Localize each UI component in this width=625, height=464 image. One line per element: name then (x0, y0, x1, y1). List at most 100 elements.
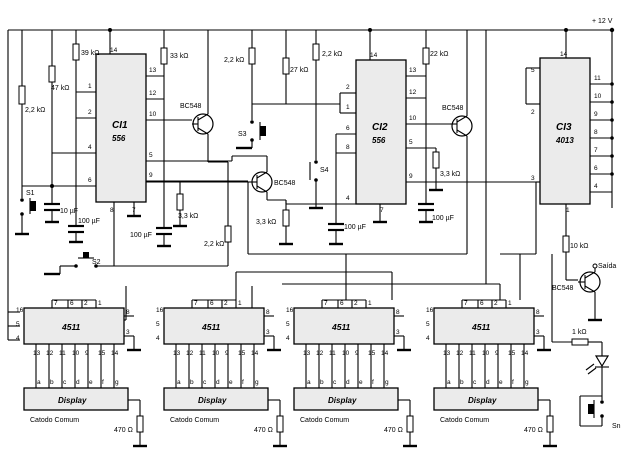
decoder-pin-bottom: 9 (495, 350, 499, 357)
decoder-pin-top: 7 (54, 300, 58, 307)
switch-s2[interactable]: S2 (44, 252, 114, 276)
resistor-470 (546, 415, 554, 433)
decoder-pin-top: 2 (494, 300, 498, 307)
decoder-pin-left: 5 (286, 321, 290, 328)
ci2-name: CI2 (372, 122, 388, 133)
segment-label: d (486, 379, 490, 386)
decoder-pin-top: 1 (238, 300, 242, 307)
decoder-pin-right: 3 (266, 329, 270, 336)
decoder-pin-top: 7 (194, 300, 198, 307)
svg-text:8: 8 (110, 207, 114, 214)
svg-text:14: 14 (560, 51, 568, 58)
decoder-4511 (433, 307, 535, 345)
svg-text:39 kΩ: 39 kΩ (81, 50, 99, 57)
switch-s1-label: S1 (26, 190, 35, 197)
resistor-22k (422, 47, 430, 65)
svg-text:5: 5 (409, 139, 413, 146)
svg-text:1: 1 (346, 104, 350, 111)
decoder-pin-top: 7 (324, 300, 328, 307)
svg-text:6: 6 (594, 165, 598, 172)
decoder-pin-bottom: 14 (111, 350, 119, 357)
svg-text:BC548: BC548 (180, 103, 202, 110)
ci3-name: CI3 (556, 122, 572, 133)
svg-text:1 kΩ: 1 kΩ (572, 329, 587, 336)
resistor-27k (282, 57, 290, 75)
resistor-470 (406, 415, 414, 433)
transistor-bc548-3: BC548 (248, 30, 473, 255)
decoder-pin-bottom: 12 (456, 350, 464, 357)
segment-label: f (512, 379, 514, 386)
segment-label: g (255, 379, 259, 386)
svg-text:BC548: BC548 (274, 180, 296, 187)
resistor-470-label: 470 Ω (254, 427, 273, 434)
resistor-47k (48, 65, 56, 83)
led-sn-network: 1 kΩ Sn (552, 329, 621, 430)
decoder-pin-left: 4 (426, 335, 430, 342)
transistor-bc548-1: BC548 2,2 kΩ (114, 30, 232, 267)
switch-s3-label: S3 (238, 131, 247, 138)
svg-text:6: 6 (88, 177, 92, 184)
svg-text:13: 13 (149, 67, 157, 74)
decoder-pin-top: 6 (70, 300, 74, 307)
segment-label: d (216, 379, 220, 386)
decoder-pin-bottom: 9 (355, 350, 359, 357)
decoder-pin-bottom: 13 (33, 350, 41, 357)
decoder-pin-bottom: 15 (238, 350, 246, 357)
svg-text:8: 8 (594, 129, 598, 136)
resistor-3k3-b (282, 209, 290, 227)
resistor-470 (276, 415, 284, 433)
segment-label: b (190, 379, 194, 386)
ic-ci1: CI1 556 1 2 4 6 14 13 12 10 5 9 8 7 (52, 28, 248, 214)
svg-text:3: 3 (531, 175, 535, 182)
supply-label: + 12 V (592, 18, 613, 25)
display-common-label: Catodo Comum (170, 417, 219, 424)
decoder-pin-right: 8 (396, 309, 400, 316)
ci1-part: 556 (112, 134, 126, 143)
svg-text:33 kΩ: 33 kΩ (170, 53, 188, 60)
decoder-pin-left: 5 (156, 321, 160, 328)
ci1-name: CI1 (112, 120, 128, 131)
display-label: Display (58, 396, 87, 405)
decoder-4511 (293, 307, 395, 345)
svg-text:100 µF: 100 µF (344, 224, 366, 231)
segment-label: c (63, 379, 67, 386)
svg-text:4: 4 (594, 183, 598, 190)
decoder-pin-bottom: 15 (508, 350, 516, 357)
decoder-pin-bottom: 10 (482, 350, 490, 357)
resistor-470-label: 470 Ω (384, 427, 403, 434)
svg-text:14: 14 (110, 47, 118, 54)
decoder-pin-bottom: 15 (368, 350, 376, 357)
transistor-bc548-output: BC548 Saída (552, 263, 616, 322)
resistor-470 (136, 415, 144, 433)
decoder-bus (8, 30, 553, 342)
segment-label: a (307, 379, 311, 386)
svg-text:7: 7 (594, 147, 598, 154)
decoder-pin-right: 8 (266, 309, 270, 316)
decoder-pin-bottom: 13 (173, 350, 181, 357)
svg-text:1: 1 (88, 83, 92, 90)
segment-label: c (333, 379, 337, 386)
svg-text:5: 5 (149, 152, 153, 159)
display-common-label: Catodo Comum (30, 417, 79, 424)
segment-label: b (460, 379, 464, 386)
resistor-2k2-c (248, 47, 256, 65)
decoder-pin-top: 6 (210, 300, 214, 307)
resistor-3k3-a (176, 193, 184, 211)
resistor-1k (571, 338, 589, 346)
decoder-part: 4511 (61, 322, 81, 332)
decoder-pin-right: 3 (536, 329, 540, 336)
display-7seg (293, 387, 399, 411)
decoder-pin-left: 5 (426, 321, 430, 328)
resistor-2k2-b (224, 225, 232, 243)
resistor-2k2-a (18, 85, 26, 105)
ci2-part: 556 (372, 136, 386, 145)
resistor-10k (562, 235, 570, 253)
svg-text:2,2 kΩ: 2,2 kΩ (25, 107, 45, 114)
svg-text:100 µF: 100 µF (432, 215, 454, 222)
resistor-39k (72, 43, 80, 61)
display-label: Display (328, 396, 357, 405)
